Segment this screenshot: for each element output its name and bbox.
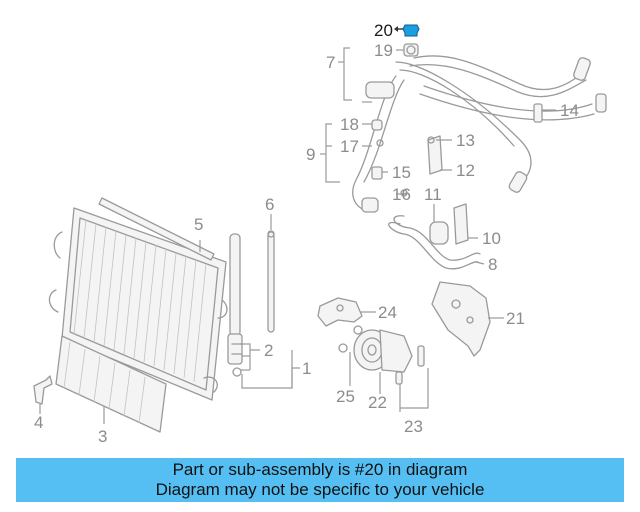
info-banner: Part or sub-assembly is #20 in diagram D… — [16, 458, 624, 502]
ac-lines — [352, 43, 607, 270]
callout-23: 23 — [404, 417, 423, 436]
callout-2: 2 — [264, 341, 273, 360]
lower-screen — [55, 335, 167, 433]
callout-3: 3 — [98, 427, 107, 446]
callout-9: 9 — [306, 145, 315, 164]
mount-bracket — [33, 375, 53, 405]
part-20-cap-icon[interactable] — [394, 24, 420, 37]
callout-16: 16 — [392, 185, 411, 204]
callout-6: 6 — [265, 195, 274, 214]
callout-22: 22 — [368, 393, 387, 412]
callout-11: 11 — [424, 185, 442, 204]
callout-19: 19 — [374, 41, 393, 60]
banner-part-line: Part or sub-assembly is #20 in diagram — [172, 460, 468, 479]
callout-8: 8 — [488, 255, 497, 274]
callout-17: 17 — [340, 137, 359, 156]
callout-24: 24 — [378, 303, 397, 322]
callout-25: 25 — [336, 387, 355, 406]
callout-5: 5 — [194, 215, 203, 234]
parts-diagram: 20 19 7 14 18 13 17 9 15 12 16 11 6 5 10… — [33, 21, 607, 446]
callout-21: 21 — [506, 309, 525, 328]
compressor-bracket — [317, 297, 363, 327]
callout-10: 10 — [482, 229, 501, 248]
seal-strip — [98, 197, 215, 261]
callout-20[interactable]: 20 — [374, 21, 393, 40]
leader-lines — [39, 47, 556, 424]
part-20-cap[interactable] — [402, 24, 420, 37]
callout-12: 12 — [456, 161, 475, 180]
banner-disclaimer-line: Diagram may not be specific to your vehi… — [155, 480, 485, 499]
dryer-rod — [267, 230, 275, 333]
callout-7: 7 — [326, 53, 335, 72]
callout-1: 1 — [302, 359, 311, 378]
receiver-drier — [227, 233, 243, 377]
callout-15: 15 — [392, 163, 411, 182]
compressor-shroud — [431, 281, 491, 357]
callout-18: 18 — [340, 115, 359, 134]
callout-14: 14 — [560, 101, 579, 120]
callout-13: 13 — [456, 131, 475, 150]
callout-4: 4 — [34, 413, 43, 432]
condenser — [48, 207, 228, 401]
callout-numbers: 20 19 7 14 18 13 17 9 15 12 16 11 6 5 10… — [34, 21, 579, 446]
ac-compressor — [338, 325, 425, 385]
